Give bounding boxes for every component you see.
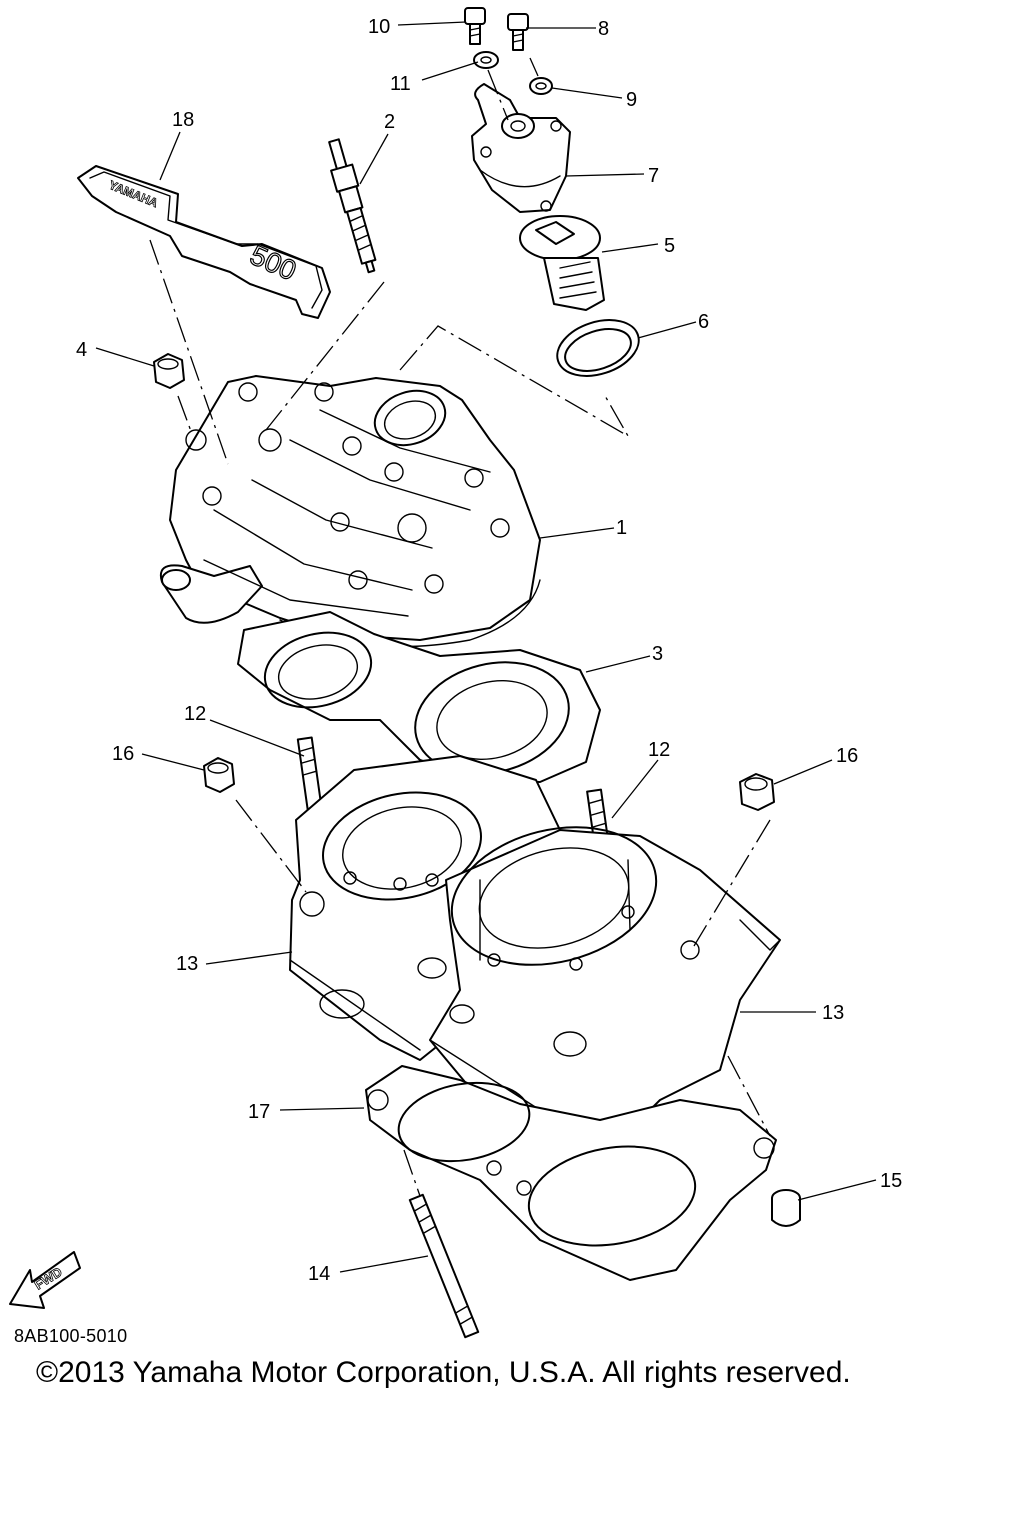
callout-8: 8: [598, 18, 609, 40]
part-5-thermostat: [519, 215, 605, 311]
part-16-nut-left: [203, 757, 235, 793]
callout-6: 6: [698, 311, 709, 333]
callout-11: 11: [390, 73, 411, 95]
part-11-washer: [473, 51, 499, 69]
part-13-cylinder-front: [429, 826, 781, 1141]
part-14-stud: [408, 1193, 480, 1339]
part-17-base-gasket: [365, 1065, 777, 1281]
part-13-cylinder-rear: [289, 755, 561, 1061]
callout-16-left: 16: [112, 743, 134, 765]
callout-5: 5: [664, 235, 675, 257]
callout-13-left: 13: [176, 953, 198, 975]
callout-9: 9: [626, 89, 637, 111]
part-16-nut-right: [739, 773, 775, 811]
callout-7: 7: [648, 165, 659, 187]
part-8-bolt: [507, 13, 529, 51]
part-10-bolt: [464, 7, 486, 45]
callout-14: 14: [308, 1263, 330, 1285]
callout-12-left: 12: [184, 703, 206, 725]
assembly-lines: [149, 57, 771, 1197]
callout-leaders: [95, 21, 877, 1273]
part-3-head-gasket: [237, 611, 601, 783]
part-4-nut: [153, 353, 185, 389]
callout-3: 3: [652, 643, 663, 665]
callout-10: 10: [368, 16, 390, 38]
callout-16-right: 16: [836, 745, 858, 767]
callout-numbers: 10 8 11 9 18 2 7 5 6 4 1 3 12 16 12 16 1…: [76, 16, 902, 1285]
part-15-dowel: [771, 1189, 801, 1227]
drawing-code-label: 8AB100-5010: [14, 1326, 128, 1346]
callout-2: 2: [384, 111, 395, 133]
part-7-thermostat-cover: [471, 83, 571, 213]
copyright-notice: ©2013 Yamaha Motor Corporation, U.S.A. A…: [36, 1356, 851, 1389]
callout-15: 15: [880, 1170, 902, 1192]
callout-1: 1: [616, 517, 627, 539]
callout-13-right: 13: [822, 1002, 844, 1024]
part-1-cylinder-head: [160, 375, 541, 648]
callout-18: 18: [172, 109, 194, 131]
callout-17: 17: [248, 1101, 270, 1123]
callout-12-right: 12: [648, 739, 670, 761]
part-6-o-ring: [556, 319, 640, 377]
fwd-arrow-icon: FWD: [9, 1251, 81, 1309]
callout-4: 4: [76, 339, 87, 361]
part-2-spark-plug: [328, 138, 377, 274]
part-18-decal: YAMAHA 500: [77, 165, 331, 319]
part-9-washer: [529, 77, 553, 95]
